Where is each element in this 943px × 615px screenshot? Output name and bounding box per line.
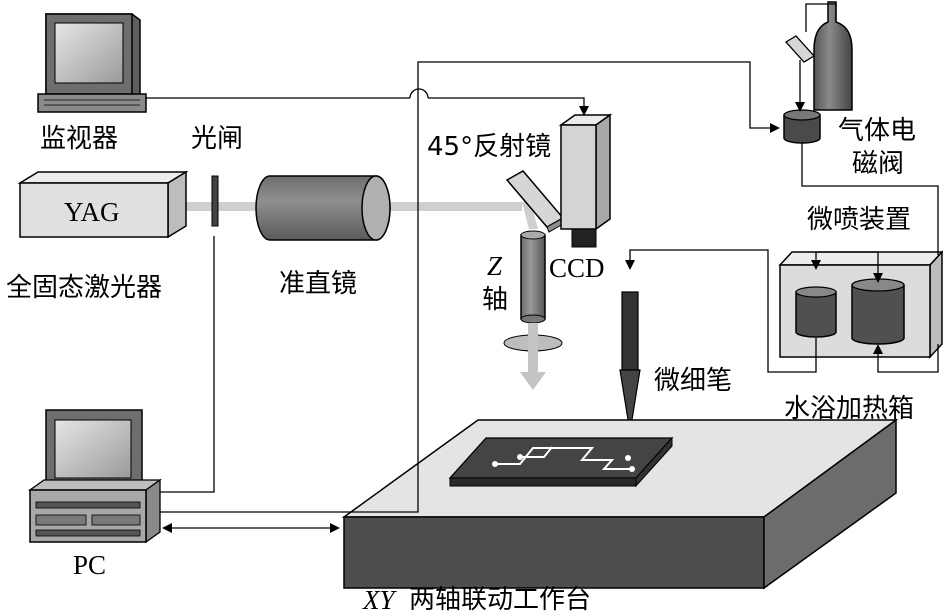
gas-bottle-icon — [813, 1, 853, 111]
z-axis-column — [503, 230, 563, 390]
z-axis-label-text: 轴 — [482, 285, 509, 315]
gas-valve-label-line2: 磁阀 — [852, 149, 905, 179]
pc-label: PC — [73, 550, 107, 580]
collimator-label: 准直镜 — [279, 269, 358, 299]
xy-stage-label-text: 两轴联动工作台 — [409, 585, 592, 615]
laser-beam — [186, 202, 538, 229]
spray-cylinder-large-icon — [851, 278, 905, 345]
laser-label: 全固态激光器 — [6, 273, 163, 303]
shutter-label: 光闸 — [191, 124, 244, 154]
yag-label: YAG — [64, 197, 120, 227]
micro-spray-label: 微喷装置 — [807, 205, 912, 235]
fine-pen-icon — [619, 291, 641, 433]
water-bath-label: 水浴加热箱 — [784, 394, 915, 424]
spray-cylinder-small-icon — [795, 286, 837, 338]
shutter-plate — [211, 175, 219, 227]
monitor-label: 监视器 — [40, 124, 119, 154]
gas-regulator-icon — [784, 35, 816, 63]
circuit-board — [448, 436, 674, 488]
xy-stage-label-letters: XY — [363, 585, 395, 615]
yag-laser-box — [17, 170, 189, 239]
gas-solenoid-valve-icon — [783, 109, 821, 144]
ccd-label: CCD — [549, 253, 605, 283]
mirror-label: 45°反射镜 — [427, 132, 552, 162]
gas-valve-label-line1: 气体电 — [838, 116, 917, 146]
pc-icon — [27, 409, 163, 544]
arrowheads — [162, 102, 883, 533]
ccd-camera-icon — [558, 113, 613, 248]
fine-pen-label: 微细笔 — [654, 366, 733, 396]
z-axis-label-letter: Z — [487, 251, 503, 281]
monitor-icon — [37, 13, 147, 113]
collimator-lens-icon — [255, 175, 391, 241]
